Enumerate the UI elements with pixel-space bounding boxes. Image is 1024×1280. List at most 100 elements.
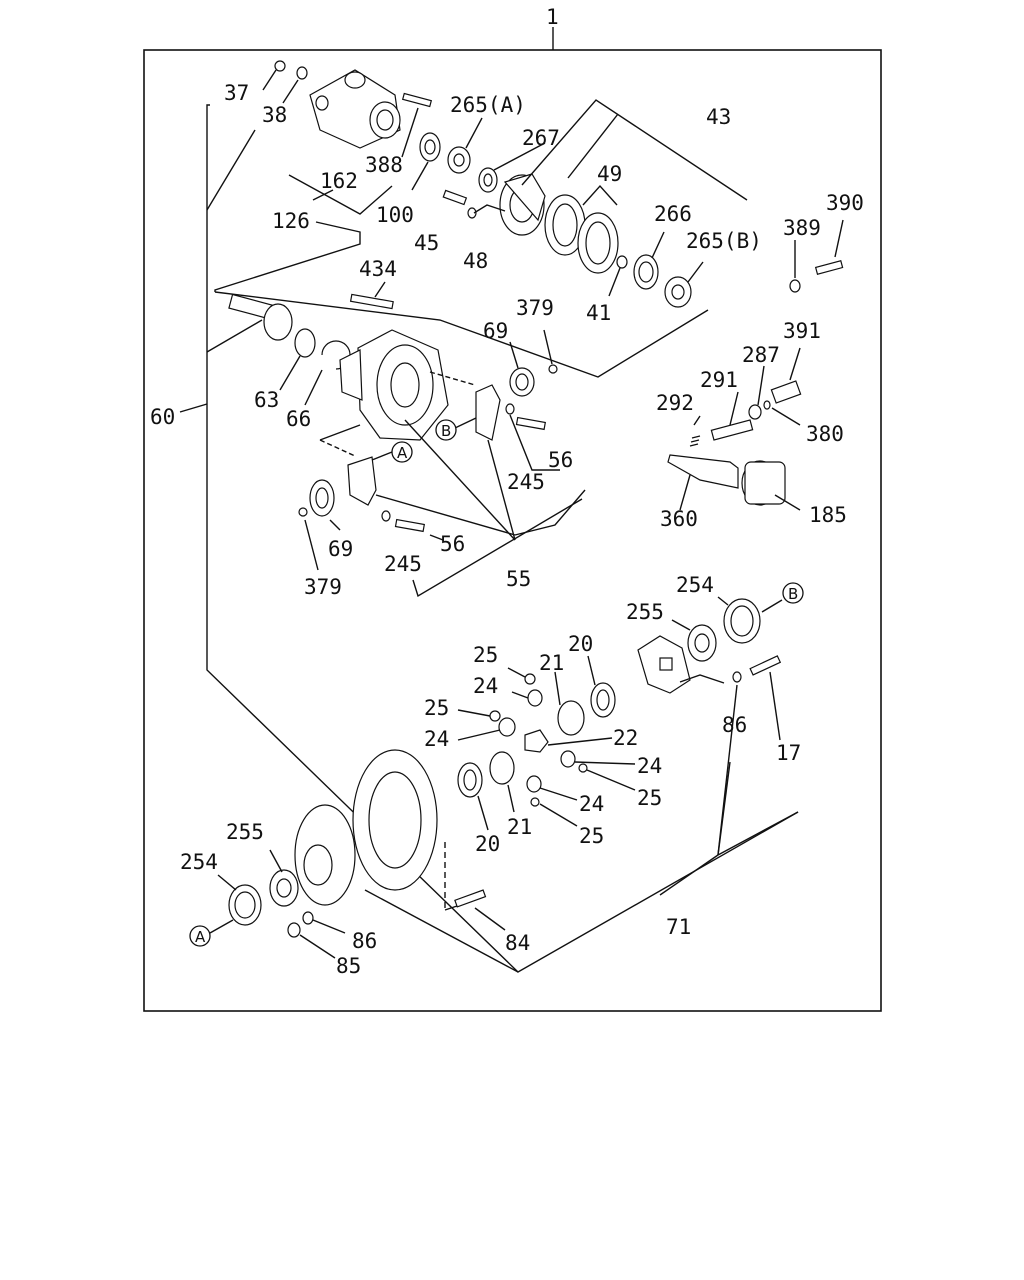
actuator-391-part [770, 380, 802, 404]
part-label: 24 [579, 792, 604, 816]
callout-a-lower: A [195, 928, 206, 946]
part-label: 379 [304, 575, 342, 599]
part-label: 20 [475, 832, 500, 856]
part-label: 266 [654, 202, 692, 226]
part-label: 85 [336, 954, 361, 978]
carrier-housing-part [339, 329, 449, 441]
part-label: 254 [180, 850, 218, 874]
bearing-255-upper-part [687, 624, 717, 662]
part-label: 17 [776, 741, 801, 765]
assembly-number-label: 1 [546, 5, 559, 29]
case-label: 71 [666, 915, 691, 939]
part-label: 45 [414, 231, 439, 255]
part-label: 245 [384, 552, 422, 576]
part-label: 56 [440, 532, 465, 556]
part-label: 24 [473, 674, 498, 698]
part-label: 265(A) [450, 93, 526, 117]
part-label: 86 [352, 929, 377, 953]
part-label: 63 [254, 388, 279, 412]
part-label: 22 [613, 726, 638, 750]
part-label: 66 [286, 407, 311, 431]
carrier-label: 60 [150, 405, 175, 429]
part-label: 162 [320, 169, 358, 193]
bearing-255-lower-part [269, 869, 299, 907]
companion-flange-part [309, 69, 401, 149]
collapsible-spacer-part [478, 167, 498, 193]
part-label: 69 [483, 319, 508, 343]
part-label: 389 [783, 216, 821, 240]
part-label: 292 [656, 391, 694, 415]
pinion-gear-24-right-part [560, 750, 576, 768]
pinion-gear-24-left-part [498, 717, 516, 737]
drive-pinion-part [228, 293, 293, 341]
pinion-gear-24-top-part [527, 689, 543, 707]
bearing-cap-a-part [347, 456, 377, 506]
part-label: 41 [586, 301, 611, 325]
part-label: 265(B) [686, 229, 762, 253]
part-label: 291 [700, 368, 738, 392]
part-label: 380 [806, 422, 844, 446]
part-label: 388 [365, 153, 403, 177]
part-label: 379 [516, 296, 554, 320]
part-label: 84 [505, 931, 530, 955]
part-label: 245 [507, 470, 545, 494]
adjuster-nut-upper-part [509, 367, 535, 397]
bearing-cap-b-part [475, 384, 501, 441]
part-label: 126 [272, 209, 310, 233]
bearing-265b-part [664, 276, 692, 308]
pinion-cage-label: 43 [706, 105, 731, 129]
part-label: 287 [742, 343, 780, 367]
bearing-cup-254-upper-part [723, 598, 761, 644]
part-label: 24 [424, 727, 449, 751]
clutch-sleeve-part [741, 460, 786, 506]
part-label: 21 [539, 651, 564, 675]
adjuster-nut-lower-part [309, 479, 335, 517]
pinion-cage-part [499, 173, 546, 236]
thrust-washer-20-upper-part [590, 682, 616, 718]
part-label: 267 [522, 126, 560, 150]
part-label: 25 [424, 696, 449, 720]
part-label: 20 [568, 632, 593, 656]
part-label: 48 [463, 249, 488, 273]
part-label: 21 [507, 815, 532, 839]
bearing-cup-266-part [633, 254, 659, 290]
part-label: 391 [783, 319, 821, 343]
part-label: 56 [548, 448, 573, 472]
part-label: 255 [626, 600, 664, 624]
part-label: 254 [676, 573, 714, 597]
part-label: 24 [637, 754, 662, 778]
part-label: 434 [359, 257, 397, 281]
bearing-cup-254-lower-part [228, 884, 262, 926]
spider-22-part [524, 729, 549, 753]
part-label: 390 [826, 191, 864, 215]
callout-b-lower: B [788, 585, 798, 603]
shift-fork-part [667, 454, 739, 489]
bearing-265a-part [447, 146, 471, 174]
part-label: 255 [226, 820, 264, 844]
side-gear-21-lower-part [489, 751, 515, 785]
part-label: 25 [579, 824, 604, 848]
diff-case-b-part [637, 635, 691, 694]
part-label: 49 [597, 162, 622, 186]
diff-case-a-part [294, 804, 356, 906]
ring-gear-part [352, 749, 438, 891]
shim-49-part [544, 194, 619, 274]
part-label: 25 [473, 643, 498, 667]
part-label: 37 [224, 81, 249, 105]
pinion-gear-24-bottom-part [526, 775, 542, 793]
part-label: 100 [376, 203, 414, 227]
part-label: 69 [328, 537, 353, 561]
part-label: 25 [637, 786, 662, 810]
callout-b-upper: B [441, 422, 451, 440]
callout-a-upper: A [397, 444, 408, 462]
bearing-100-part [419, 132, 441, 162]
bearing-cap-label: 55 [506, 567, 531, 591]
side-gear-21-upper-part [557, 700, 585, 736]
part-label: 360 [660, 507, 698, 531]
part-label: 86 [722, 713, 747, 737]
part-label: 185 [809, 503, 847, 527]
diagram-frame [143, 49, 882, 1012]
part-label: 38 [262, 103, 287, 127]
thrust-washer-20-lower-part [457, 762, 483, 798]
